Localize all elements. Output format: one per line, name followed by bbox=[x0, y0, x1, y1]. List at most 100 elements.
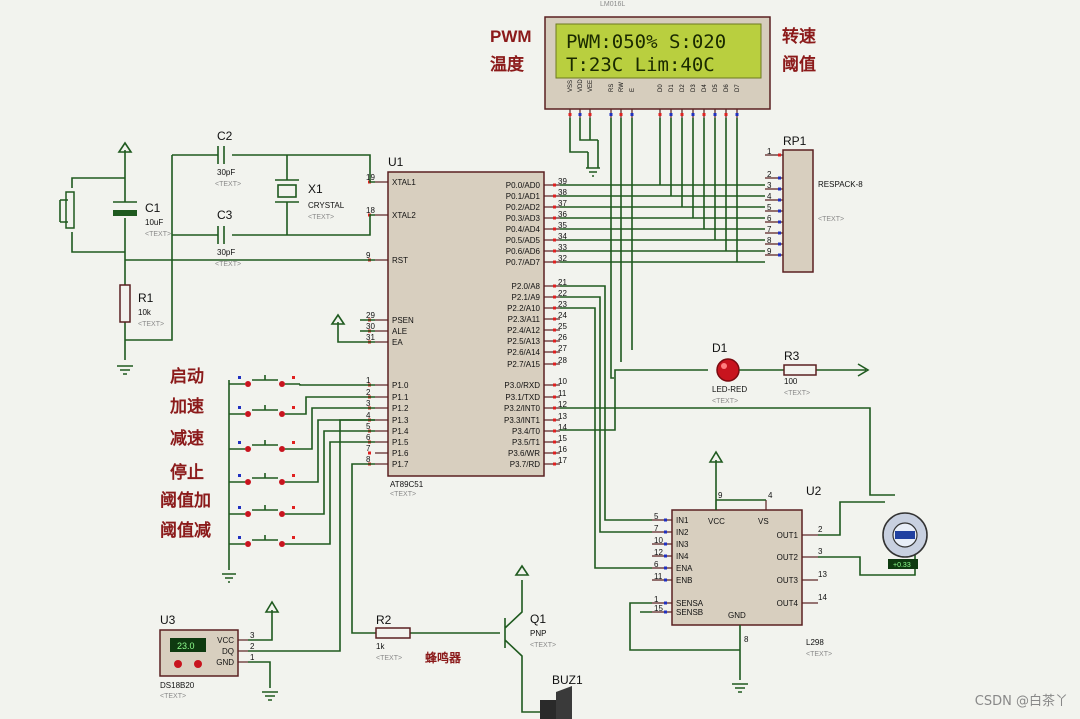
resistor-r3[interactable]: R3 100 <TEXT> bbox=[783, 349, 817, 397]
mcu-pin-label: P0.6/AD6 bbox=[506, 247, 541, 256]
c2-text: <TEXT> bbox=[215, 181, 241, 188]
mcu-pin-label: P1.5 bbox=[392, 438, 409, 447]
u2-ref: U2 bbox=[806, 484, 822, 498]
u2-pin-label: IN2 bbox=[676, 528, 689, 537]
lcd-line1: PWM:050% S:020 bbox=[566, 31, 726, 53]
resistor-r2[interactable]: R2 1k <TEXT> bbox=[375, 613, 411, 662]
lcd-control-wires bbox=[610, 118, 633, 379]
dq-wire bbox=[248, 419, 375, 652]
r1-value: 10k bbox=[138, 308, 152, 317]
u2-pin-number: 5 bbox=[654, 512, 659, 521]
rp1-pin-number: 6 bbox=[767, 214, 772, 223]
r3-text: <TEXT> bbox=[784, 390, 810, 397]
pin-marker bbox=[553, 383, 556, 387]
pin-marker bbox=[702, 113, 706, 116]
clock-circuit[interactable]: C2 30pF <TEXT> C3 30pF <TEXT> X1 CRYSTAL… bbox=[59, 129, 375, 375]
pin-marker bbox=[778, 242, 781, 246]
button-ground-rail bbox=[222, 380, 236, 583]
u3-pin-number: 1 bbox=[250, 653, 255, 662]
pin-marker bbox=[680, 113, 684, 116]
mcu-at89c51[interactable]: 19XTAL118XTAL29RST29PSEN30ALE31EA1P1.02P… bbox=[366, 155, 567, 498]
mcu-pin-number: 25 bbox=[558, 322, 567, 331]
u2-pin-number: 3 bbox=[818, 547, 823, 556]
u2-pin-label: ENB bbox=[676, 576, 692, 585]
lcd-pin-label: D4 bbox=[702, 84, 708, 92]
lcd-pin-label: RS bbox=[609, 84, 615, 92]
wire-p34-led bbox=[560, 369, 708, 431]
c1-ref: C1 bbox=[145, 201, 161, 215]
push-button[interactable] bbox=[229, 375, 375, 387]
transistor-q1[interactable]: Q1 PNP <TEXT> bbox=[504, 564, 556, 690]
mcu-text: <TEXT> bbox=[390, 491, 416, 498]
pin-marker bbox=[664, 530, 667, 534]
push-button[interactable] bbox=[229, 396, 375, 417]
u2-pin-label: OUT1 bbox=[777, 531, 799, 540]
pin-marker bbox=[664, 542, 667, 546]
r2-text: <TEXT> bbox=[376, 655, 402, 662]
push-button[interactable] bbox=[229, 441, 375, 547]
keypad-buttons[interactable] bbox=[229, 375, 375, 547]
pin-marker bbox=[664, 566, 667, 570]
x1-text: <TEXT> bbox=[308, 214, 334, 221]
r2-ref: R2 bbox=[376, 613, 392, 627]
rp1-pin-number: 4 bbox=[767, 192, 772, 201]
pin-marker bbox=[664, 518, 667, 522]
pin-marker bbox=[778, 253, 781, 257]
button-label: 阈值减 bbox=[160, 520, 211, 541]
c3-symbol bbox=[172, 214, 375, 244]
watermark: CSDN @白茶丫 bbox=[974, 694, 1068, 709]
pin-marker bbox=[553, 216, 556, 220]
buzzer-drive-wire bbox=[351, 463, 500, 634]
lcd-pin-label: D2 bbox=[680, 84, 686, 92]
mcu-pin-number: 9 bbox=[366, 251, 371, 260]
wire-ena bbox=[560, 307, 652, 569]
mcu-pin-number: 30 bbox=[366, 322, 375, 331]
push-button[interactable] bbox=[229, 407, 375, 452]
c2-value: 30pF bbox=[217, 168, 235, 177]
mcu-pin-label: P3.1/TXD bbox=[505, 393, 540, 402]
u2-pin-number: 7 bbox=[654, 524, 659, 533]
pin-marker bbox=[553, 328, 556, 332]
u2-pin-number: 4 bbox=[768, 491, 773, 500]
mcu-pin-number: 3 bbox=[366, 399, 371, 408]
mcu-pin-number: 34 bbox=[558, 232, 567, 241]
lcd-pin-label: D3 bbox=[691, 84, 697, 92]
u2-pin-label: GND bbox=[728, 611, 746, 620]
pin-marker bbox=[553, 350, 556, 354]
mcu-pin-number: 35 bbox=[558, 221, 567, 230]
mcu-pin-label: P0.5/AD5 bbox=[506, 236, 541, 245]
mcu-pin-label: P2.7/A15 bbox=[507, 360, 540, 369]
rp1-pin-number: 1 bbox=[767, 147, 772, 156]
mcu-pin-label: P1.4 bbox=[392, 427, 409, 436]
pin-marker bbox=[553, 317, 556, 321]
u2-pin-number: 10 bbox=[654, 536, 663, 545]
u3-text: <TEXT> bbox=[160, 693, 186, 700]
pin-marker bbox=[778, 176, 781, 180]
r1-text: <TEXT> bbox=[138, 321, 164, 328]
rp1-pin-number: 9 bbox=[767, 247, 772, 256]
mcu-pin-label: P1.2 bbox=[392, 404, 409, 413]
button-label: 加速 bbox=[169, 396, 204, 417]
reset-button[interactable] bbox=[65, 191, 75, 229]
led-d1[interactable]: D1 LED-RED <TEXT> bbox=[712, 341, 850, 405]
push-button[interactable] bbox=[229, 430, 375, 517]
reset-button-wires bbox=[59, 177, 125, 253]
u3-model: DS18B20 bbox=[160, 681, 195, 690]
buz1-ref: BUZ1 bbox=[552, 673, 583, 687]
rp1-text: <TEXT> bbox=[818, 216, 844, 223]
push-button[interactable] bbox=[229, 419, 375, 485]
lcd-pin-label: VSS bbox=[568, 80, 574, 92]
mcu-pin-label: P0.7/AD7 bbox=[506, 258, 541, 267]
mcu-pin-number: 17 bbox=[558, 456, 567, 465]
ground-arrow-r3 bbox=[850, 363, 870, 377]
motor-readout: +0.33 bbox=[893, 562, 911, 569]
dc-motor[interactable]: +0.33 bbox=[882, 512, 928, 569]
mcu-pin-number: 39 bbox=[558, 177, 567, 186]
rp1-pin-number: 2 bbox=[767, 170, 772, 179]
buzzer-buz1[interactable]: BUZ1 bbox=[521, 673, 583, 719]
